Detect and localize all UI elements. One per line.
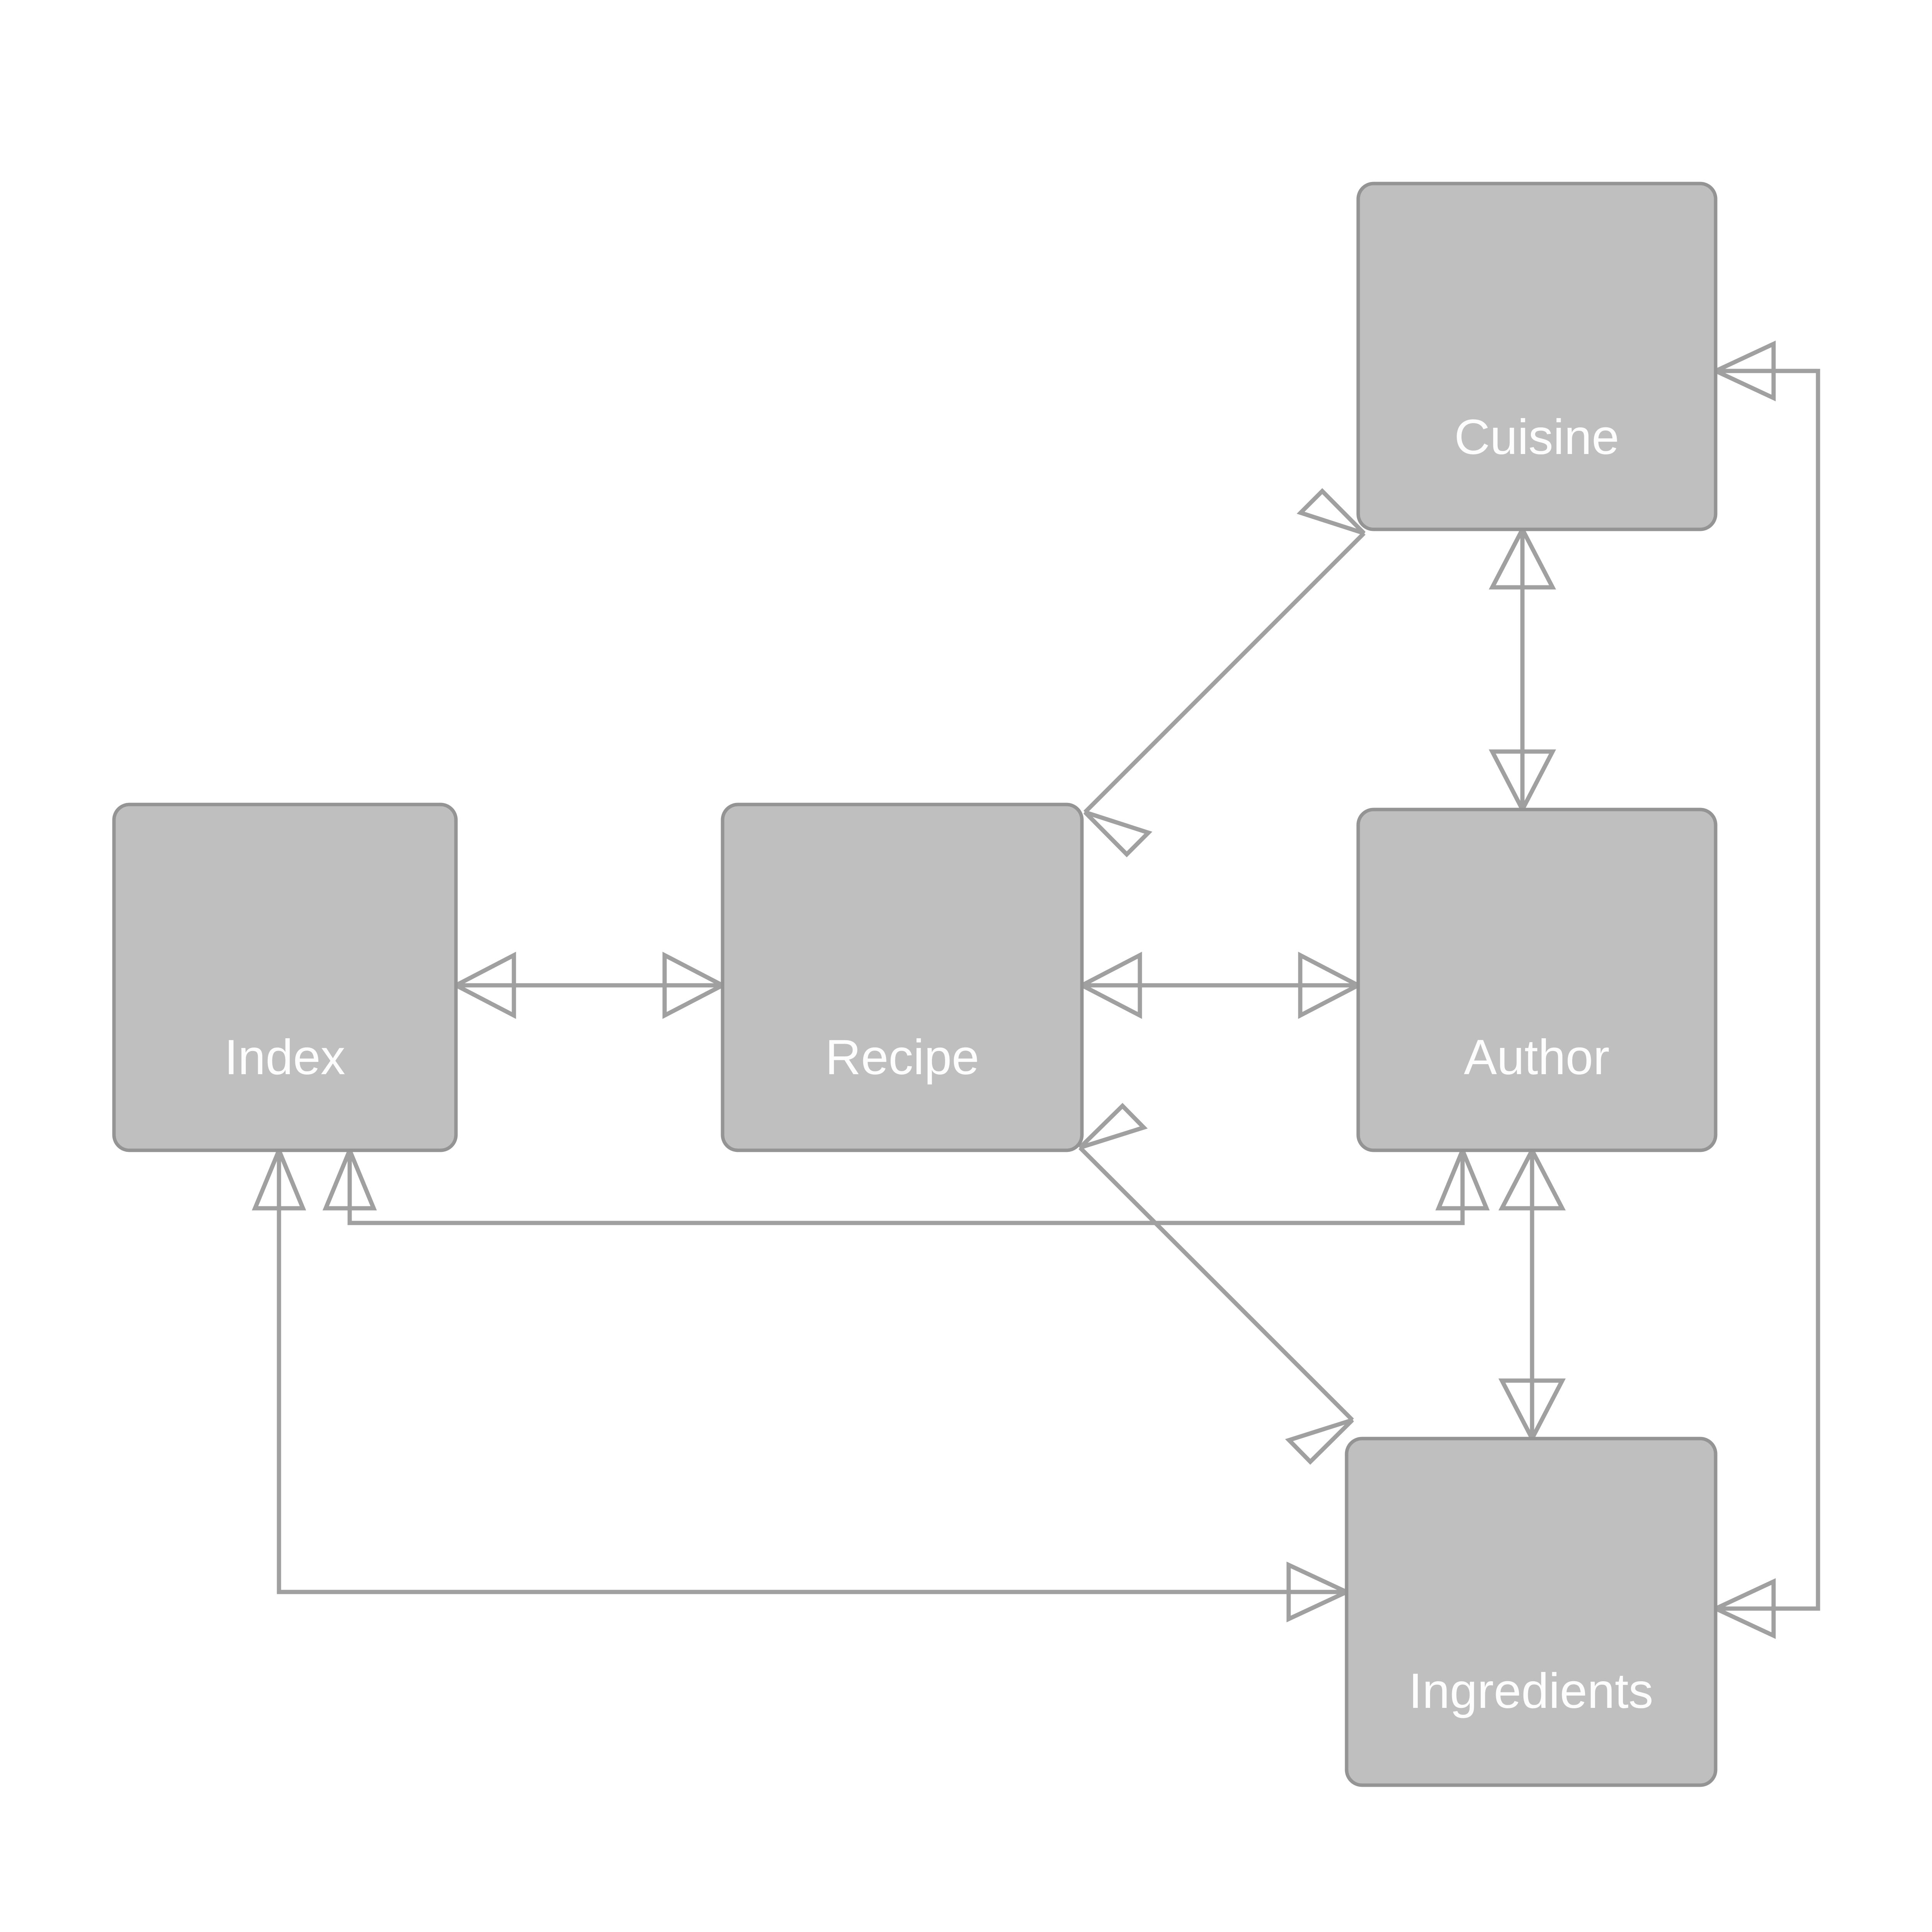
arrowhead-to-author [1488,749,1556,814]
arrowhead-to-author [1498,1146,1566,1211]
node-index-rect[interactable] [112,803,458,1152]
node-author-label: Author [1464,1030,1609,1085]
arrowhead-to-ingredients [1286,1561,1352,1622]
edge-recipe-cuisine[interactable] [1083,488,1366,857]
arrowhead-to-recipe [1083,810,1153,857]
edge-recipe-author[interactable] [1077,951,1363,1019]
arrowhead-to-cuisine [1488,525,1556,590]
arrowhead-to-cuisine [1710,340,1776,401]
node-recipe-label: Recipe [825,1030,979,1085]
node-ingredients-label: Ingredients [1408,1663,1653,1719]
edges-layer [252,340,1820,1639]
node-ingredients[interactable]: Ingredients [1345,1437,1718,1787]
edge-index-author[interactable] [322,1145,1490,1225]
node-recipe[interactable]: Recipe [721,803,1084,1152]
arrowhead-to-author [1435,1145,1490,1211]
arrowhead-to-index [322,1145,377,1211]
node-ingredients-rect[interactable] [1345,1437,1718,1787]
nodes-layer: Index Recipe Author Cuisine Ingredients [112,182,1718,1787]
arrowhead-to-ingredients [1285,1418,1354,1465]
node-cuisine[interactable]: Cuisine [1356,182,1718,531]
arrowhead-to-recipe [1078,1103,1148,1150]
node-cuisine-rect[interactable] [1356,182,1718,531]
edge-author-ingredients[interactable] [1498,1146,1566,1443]
edge-index-recipe[interactable] [451,951,727,1019]
node-cuisine-label: Cuisine [1454,410,1619,465]
arrowhead-to-recipe [662,951,727,1019]
node-author-rect[interactable] [1356,808,1718,1152]
edge-ingredients-cuisine[interactable] [1710,340,1820,1639]
edge-recipe-ingredients[interactable] [1078,1103,1354,1465]
arrowhead-to-ingredients [1498,1378,1566,1443]
arrowhead-to-index [451,951,516,1019]
node-index-label: Index [224,1030,345,1085]
edge-cuisine-author[interactable] [1488,525,1556,814]
arrowhead-to-author [1298,951,1363,1019]
edge-index-ingredients[interactable] [252,1145,1352,1622]
arrowhead-to-cuisine [1296,488,1366,536]
node-author[interactable]: Author [1356,808,1718,1152]
node-recipe-rect[interactable] [721,803,1084,1152]
node-index[interactable]: Index [112,803,458,1152]
arrowhead-to-ingredients [1710,1578,1776,1639]
arrowhead-to-recipe [1077,951,1142,1019]
arrowhead-to-index [252,1145,306,1211]
